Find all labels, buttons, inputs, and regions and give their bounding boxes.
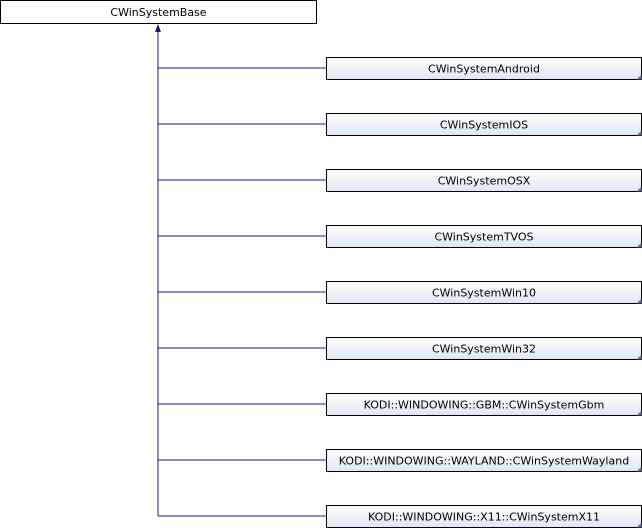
base-class-label: CWinSystemBase <box>110 6 206 19</box>
inheritance-edges <box>157 31 327 517</box>
derived-class-node[interactable]: CWinSystemWin32 <box>326 337 642 360</box>
more-indicator-icon <box>636 186 642 192</box>
derived-class-node[interactable]: CWinSystemTVOS <box>326 225 642 248</box>
derived-class-label: CWinSystemIOS <box>440 119 528 132</box>
derived-class-label: KODI::WINDOWING::WAYLAND::CWinSystemWayl… <box>339 455 629 468</box>
derived-class-node[interactable]: CWinSystemWin10 <box>326 281 642 304</box>
more-indicator-icon <box>636 522 642 528</box>
base-class-box <box>0 0 317 24</box>
derived-class-node[interactable]: KODI::WINDOWING::WAYLAND::CWinSystemWayl… <box>326 449 642 472</box>
base-class-node[interactable]: CWinSystemBase <box>0 0 317 24</box>
derived-class-label: KODI::WINDOWING::X11::CWinSystemX11 <box>368 511 600 524</box>
derived-class-node[interactable]: KODI::WINDOWING::X11::CWinSystemX11 <box>326 505 642 528</box>
derived-class-label: CWinSystemWin10 <box>432 287 536 300</box>
derived-class-node[interactable]: CWinSystemIOS <box>326 113 642 136</box>
derived-class-label: CWinSystemAndroid <box>428 63 540 76</box>
more-indicator-icon <box>636 298 642 304</box>
derived-class-node[interactable]: CWinSystemAndroid <box>326 57 642 80</box>
derived-class-label: KODI::WINDOWING::GBM::CWinSystemGbm <box>364 399 605 412</box>
more-indicator-icon <box>636 242 642 248</box>
derived-class-label: CWinSystemWin32 <box>432 343 536 356</box>
more-indicator-icon <box>636 354 642 360</box>
derived-class-label: CWinSystemTVOS <box>434 231 533 244</box>
more-indicator-icon <box>636 466 642 472</box>
derived-class-node[interactable]: KODI::WINDOWING::GBM::CWinSystemGbm <box>326 393 642 416</box>
more-indicator-icon <box>636 130 642 136</box>
derived-class-label: CWinSystemOSX <box>438 175 531 188</box>
more-indicator-icon <box>636 74 642 80</box>
inheritance-arrowhead <box>155 24 161 32</box>
more-indicator-icon <box>636 410 642 416</box>
derived-class-node[interactable]: CWinSystemOSX <box>326 169 642 192</box>
